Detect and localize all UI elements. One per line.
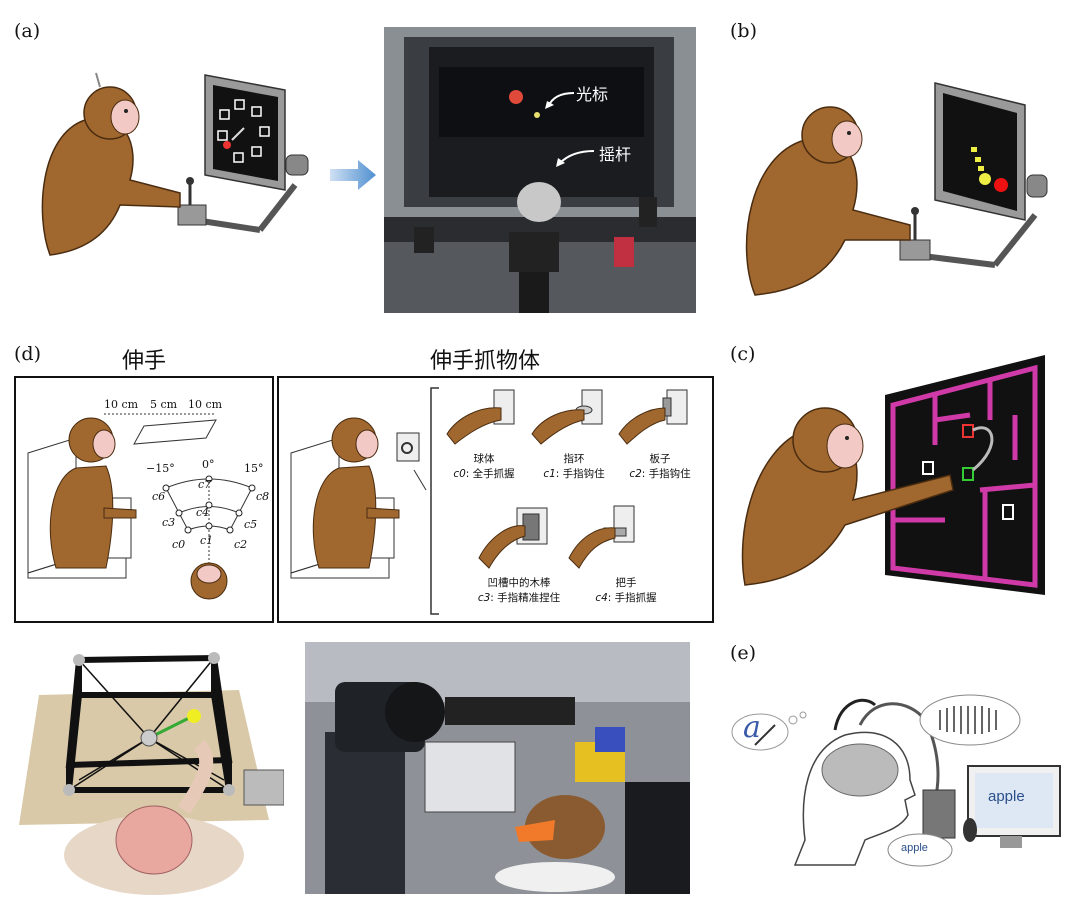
screen-text: apple [988,788,1025,805]
handwriting-letter: a [743,710,761,745]
monkey-icon [41,72,181,256]
arrow-right-icon [330,160,376,190]
angle-left: −15° [146,462,175,475]
object-sphere-icon [446,389,515,445]
object-handle-icon [568,505,635,569]
speech-text: apple [901,842,928,854]
panel-b-illustration [735,75,1065,300]
monkey-icon [49,417,137,569]
panel-a-illustration [30,65,320,265]
target-c4: c4 [196,506,210,519]
reach-title: 伸手 [122,349,167,374]
spacing-left: 10 cm [104,398,139,411]
reach-panel: 10 cm 5 cm 10 cm −15° 0° 15° c6 c7 c8 c3… [14,376,274,623]
object-ring-icon [531,389,603,445]
grasp-title: 伸手抓物体 [430,349,541,374]
angle-center: 0° [202,458,215,471]
panel-e-label: (e) [730,642,757,664]
target-c6: c6 [152,490,166,503]
joystick-pointer-arrow [554,145,596,169]
target-c5: c5 [244,518,258,531]
target-c1: c1 [200,534,214,547]
monkey-icon [741,407,954,586]
panel-c-illustration [735,350,1055,605]
monkey-icon [312,417,400,569]
monkey-icon [745,106,911,296]
target-c8: c8 [256,490,270,503]
panel-a-photo: 光标 摇杆 [384,27,696,313]
angle-right: 15° [244,462,264,475]
joystick-annotation: 摇杆 [599,145,632,164]
spacing-mid: 5 cm [150,398,178,411]
cursor-annotation: 光标 [576,85,609,104]
panel-d-label: (d) [14,343,41,365]
object-label-stick: 凹槽中的木棒 c3: 手指精准捏住 [477,577,561,604]
target-c3: c3 [162,516,176,529]
object-label-handle: 把手 c4: 手指抓握 [595,577,657,604]
object-label-sphere: 球体 c0: 全手抓握 [453,453,515,480]
panel-c-label: (c) [730,343,756,365]
object-plate-icon [618,389,688,445]
monitor-icon [934,82,1048,221]
target-c7: c7 [198,478,212,491]
reach-3d-illustration [14,640,284,900]
object-stick-in-groove-icon [478,507,548,569]
object-label-ring: 指环 c1: 手指钩住 [543,453,605,480]
panel-e-illustration: a apple apple [725,690,1065,870]
cursor-pointer-arrow [544,89,576,111]
panel-b-label: (b) [730,20,757,42]
panel-a-label: (a) [14,20,41,42]
target-c0: c0 [172,538,186,551]
robot-arm-photo [305,642,690,894]
target-c2: c2 [234,538,248,551]
spacing-right: 10 cm [188,398,223,411]
monitor-icon [204,74,309,191]
object-label-plate: 板子 c2: 手指钩住 [629,453,691,480]
grasp-panel: 球体 c0: 全手抓握 指环 c1: 手指钩住 板子 c2: 手指钩住 凹槽中的… [277,376,714,623]
